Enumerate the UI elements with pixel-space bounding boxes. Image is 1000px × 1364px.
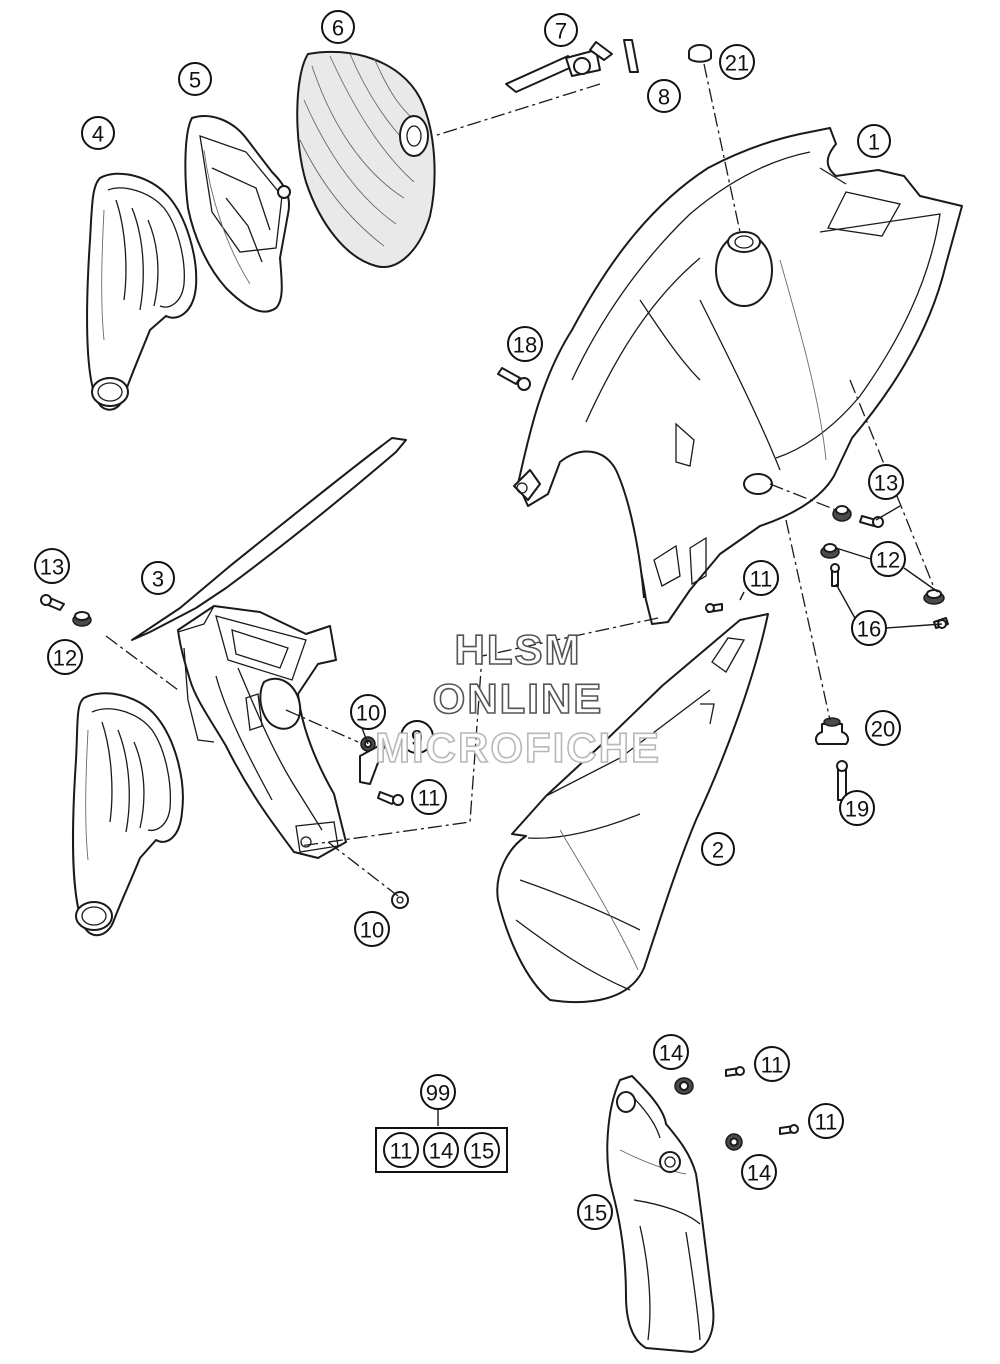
kit-item-14: 14 [429,1139,453,1164]
screw-16-a [830,563,840,587]
callout-7: 7 [544,13,578,47]
callout-20: 20 [865,710,901,746]
nut-14-lower [725,1133,743,1151]
bushing-20 [814,717,850,745]
bracket-9 [359,741,387,785]
callout-13-left: 13 [34,548,70,584]
svg-text:7: 7 [555,19,567,44]
screw-11-right [705,603,723,613]
callout-12-right: 12 [870,541,906,577]
svg-text:14: 14 [659,1041,683,1066]
svg-text:11: 11 [418,786,441,811]
svg-text:3: 3 [152,567,164,592]
svg-text:11: 11 [761,1053,784,1078]
svg-text:13: 13 [874,471,898,496]
callout-16: 16 [851,610,887,646]
svg-text:5: 5 [189,68,201,93]
svg-text:6: 6 [332,16,344,41]
callout-10-upper: 10 [350,694,386,730]
callout-3: 3 [141,561,175,595]
side-number-plate [496,613,769,1003]
callout-12-left: 12 [47,639,83,675]
svg-text:20: 20 [871,717,895,742]
svg-text:10: 10 [360,918,384,943]
svg-text:13: 13 [40,555,64,580]
callout-10-lower: 10 [354,911,390,947]
kit-99-contents: 11 14 15 [375,1127,508,1173]
screw-13-left [40,594,65,611]
grommet-12-right-c [923,589,945,605]
svg-text:4: 4 [92,122,104,147]
grommet-12-right-b [820,543,840,559]
callout-11-left: 11 [411,779,447,815]
callout-1: 1 [857,124,891,158]
screw-13-right [859,515,884,528]
kit-item-11: 11 [390,1139,413,1164]
svg-text:14: 14 [747,1161,771,1186]
callout-11-center: 11 [743,560,779,596]
kit-item-15: 15 [470,1139,494,1164]
svg-text:MICROFICHE: MICROFICHE [375,724,661,771]
callout-11-upper-right: 11 [754,1046,790,1082]
callout-21: 21 [719,44,755,80]
screw-19 [836,760,848,801]
filter-holder-bolt [505,41,613,93]
callout-4: 4 [81,116,115,150]
callout-99: 99 [420,1074,456,1110]
callout-2: 2 [701,832,735,866]
heat-shield [606,1075,715,1353]
callout-9: 9 [400,720,434,754]
svg-text:11: 11 [750,567,773,592]
screw-18 [497,367,531,391]
air-box [131,437,407,859]
svg-text:8: 8 [658,85,670,110]
svg-text:12: 12 [53,646,77,671]
svg-text:9: 9 [411,726,423,751]
callout-6: 6 [321,10,355,44]
svg-text:ONLINE: ONLINE [433,675,604,722]
nut-10-lower [391,891,409,909]
svg-text:21: 21 [725,51,749,76]
air-filter-box-frame [184,115,291,313]
air-filter [296,50,436,268]
callout-11-lower-right: 11 [808,1103,844,1139]
watermark: HLSM ONLINE MICROFICHE [374,625,661,772]
grommet-12-right-a [832,505,852,522]
callout-5: 5 [178,62,212,96]
callout-14-upper: 14 [653,1034,689,1070]
air-boot-lower [72,692,184,936]
fuel-tank-cap [688,44,712,63]
callout-15: 15 [577,1194,613,1230]
filter-holder-pin [623,39,639,73]
svg-text:16: 16 [857,617,881,642]
fuel-tank [513,127,963,625]
screw-11-lower-right [779,1124,799,1135]
callout-13-right: 13 [868,464,904,500]
callout-19: 19 [839,790,875,826]
svg-text:15: 15 [583,1201,607,1226]
nut-14-upper [674,1077,694,1095]
screw-16-b [933,617,949,629]
svg-text:2: 2 [712,838,724,863]
svg-text:1: 1 [868,130,880,155]
svg-text:10: 10 [356,701,380,726]
svg-text:19: 19 [845,797,869,822]
svg-text:18: 18 [513,333,537,358]
air-boot-upper [86,172,198,411]
svg-text:12: 12 [876,548,900,573]
screw-11-left [377,791,404,806]
screw-11-upper-right [725,1066,745,1077]
callout-8: 8 [647,79,681,113]
svg-text:HLSM: HLSM [455,626,582,673]
svg-text:11: 11 [815,1110,838,1135]
grommet-12-left [72,611,92,627]
svg-text:99: 99 [426,1081,450,1106]
callout-18: 18 [507,326,543,362]
callout-14-lower: 14 [741,1154,777,1190]
